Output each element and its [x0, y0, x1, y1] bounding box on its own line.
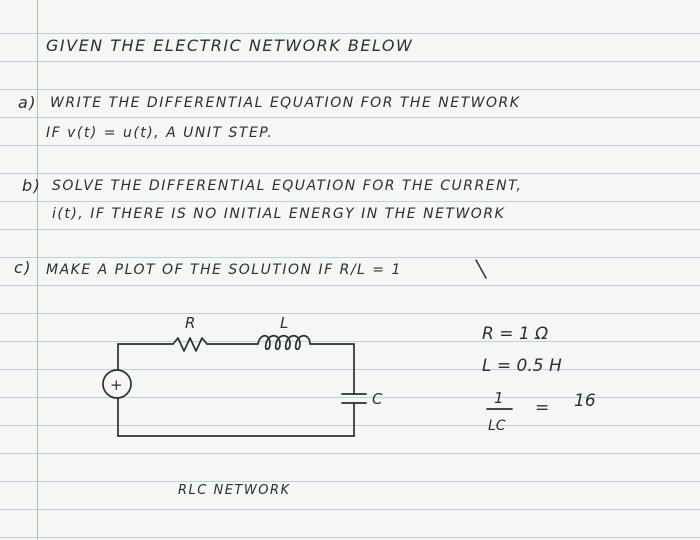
- resistor-label: R: [185, 314, 195, 332]
- circuit-caption: RLC NETWORK: [178, 483, 291, 498]
- inductor-label: L: [280, 314, 288, 332]
- lc-numerator: 1: [494, 389, 504, 407]
- inductor-symbol: [257, 334, 311, 351]
- source-plus-sign: +: [110, 376, 123, 394]
- part-b-line1: SOLVE THE DIFFERENTIAL EQUATION FOR THE …: [52, 178, 523, 194]
- resistor-symbol: [172, 337, 208, 352]
- part-c-line1: MAKE A PLOT OF THE SOLUTION IF R/L = 1: [46, 262, 402, 278]
- part-a-line2: IF v(t) = u(t), A UNIT STEP.: [46, 125, 274, 141]
- part-b-label: b): [22, 176, 42, 195]
- inductance-value: L = 0.5 H: [482, 356, 562, 376]
- ratio-slash: [475, 259, 487, 279]
- lc-value: 16: [574, 391, 596, 411]
- capacitor-label: C: [372, 390, 383, 408]
- part-c-label: c): [14, 258, 33, 277]
- resistance-value: R = 1 Ω: [482, 324, 548, 344]
- part-a-line1: WRITE THE DIFFERENTIAL EQUATION FOR THE …: [50, 95, 521, 111]
- voltage-source-symbol: [102, 369, 132, 399]
- part-b-line2: i(t), IF THERE IS NO INITIAL ENERGY IN T…: [52, 206, 506, 222]
- lc-equals: =: [535, 398, 549, 418]
- lc-denominator: LC: [488, 418, 506, 434]
- problem-intro: GIVEN THE ELECTRIC NETWORK BELOW: [46, 36, 414, 55]
- part-a-label: a): [18, 93, 38, 112]
